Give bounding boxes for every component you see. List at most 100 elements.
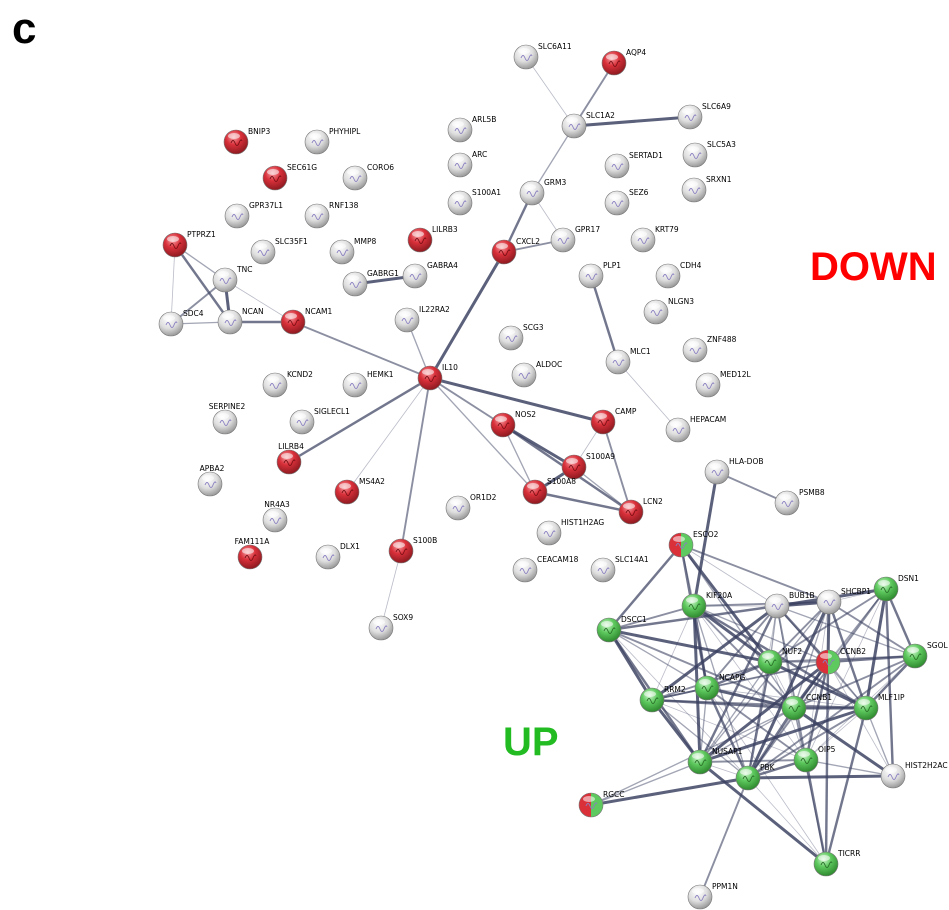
node-GPR17[interactable]: GPR17 (550, 225, 600, 253)
node-SLC1A2[interactable]: SLC1A2 (561, 111, 615, 139)
node-PHYHIPL[interactable]: PHYHIPL (304, 127, 361, 155)
node-PLP1[interactable]: PLP1 (578, 261, 621, 289)
node-PBK[interactable]: PBK (735, 763, 776, 791)
node-CXCL2[interactable]: CXCL2 (491, 237, 540, 265)
node-HIST1H2AG[interactable]: HIST1H2AG (536, 518, 604, 546)
node-highlight (347, 169, 359, 175)
protein-structure-icon (224, 319, 237, 326)
node-NLGN3[interactable]: NLGN3 (643, 297, 694, 325)
node-CEACAM18[interactable]: CEACAM18 (512, 555, 579, 583)
node-CCNB2[interactable]: CCNB2 (815, 647, 866, 675)
node-SLC6A9[interactable]: SLC6A9 (677, 102, 731, 130)
node-PTPRZ1[interactable]: PTPRZ1 (162, 230, 216, 258)
node-SLC6A11[interactable]: SLC6A11 (513, 42, 572, 70)
edge-SLC1A2-GRM3 (531, 125, 575, 194)
node-DLX1[interactable]: DLX1 (315, 542, 360, 570)
node-NCAM1[interactable]: NCAM1 (280, 307, 332, 335)
node-APBA2[interactable]: APBA2 (197, 464, 225, 497)
node-IL22RA2[interactable]: IL22RA2 (394, 305, 450, 333)
node-SERTAD1[interactable]: SERTAD1 (604, 151, 663, 179)
node-MLF1IP[interactable]: MLF1IP (853, 693, 905, 721)
node-RNF138[interactable]: RNF138 (304, 201, 359, 229)
node-CDH4[interactable]: CDH4 (655, 261, 702, 289)
node-MMP8[interactable]: MMP8 (329, 237, 376, 265)
node-NR4A3[interactable]: NR4A3 (262, 500, 290, 533)
protein-structure-icon (860, 705, 873, 712)
node-DSCC1[interactable]: DSCC1 (596, 615, 647, 643)
protein-structure-icon (823, 599, 836, 606)
node-CAMP[interactable]: CAMP (590, 407, 637, 435)
node-S100A8[interactable]: S100A8 (522, 477, 576, 505)
node-ARC[interactable]: ARC (447, 150, 487, 178)
node-PSMB8[interactable]: PSMB8 (774, 488, 825, 516)
node-HEPACAM[interactable]: HEPACAM (665, 415, 726, 443)
node-OIP5[interactable]: OIP5 (793, 745, 836, 773)
node-S100B[interactable]: S100B (388, 536, 437, 564)
node-NCAN[interactable]: NCAN (217, 307, 264, 335)
node-SLC35F1[interactable]: SLC35F1 (250, 237, 308, 265)
node-KRT79[interactable]: KRT79 (630, 225, 679, 253)
node-PPM1N[interactable]: PPM1N (687, 882, 738, 910)
node-SLC14A1[interactable]: SLC14A1 (590, 555, 649, 583)
node-GABRG1[interactable]: GABRG1 (342, 269, 399, 297)
node-LILRB3[interactable]: LILRB3 (407, 225, 458, 253)
node-SCG3[interactable]: SCG3 (498, 323, 544, 351)
node-MED12L[interactable]: MED12L (695, 370, 752, 398)
node-LCN2[interactable]: LCN2 (618, 497, 663, 525)
node-SLC5A3[interactable]: SLC5A3 (682, 140, 736, 168)
node-OR1D2[interactable]: OR1D2 (445, 493, 497, 521)
node-HEMK1[interactable]: HEMK1 (342, 370, 394, 398)
edge-ESCO2-CCNB1 (680, 544, 795, 709)
node-RRM2[interactable]: RRM2 (639, 685, 686, 713)
node-label: ZNF488 (707, 335, 737, 344)
node-SGOL[interactable]: SGOL (902, 641, 948, 669)
node-SDC4[interactable]: SDC4 (158, 309, 204, 337)
edge-IL10-S100B (400, 377, 431, 552)
node-ARL5B[interactable]: ARL5B (447, 115, 496, 143)
edge-BUB1B-NCAPG (706, 605, 778, 689)
node-SHCBP1[interactable]: SHCBP1 (816, 587, 871, 615)
node-highlight (821, 593, 833, 599)
node-AQP4[interactable]: AQP4 (601, 48, 646, 76)
node-ESCO2[interactable]: ESCO2 (668, 530, 719, 558)
node-LILRB4[interactable]: LILRB4 (276, 442, 304, 475)
node-KCND2[interactable]: KCND2 (262, 370, 313, 398)
node-IL10[interactable]: IL10 (417, 363, 458, 391)
node-ZNF488[interactable]: ZNF488 (682, 335, 737, 363)
node-GPR37L1[interactable]: GPR37L1 (224, 201, 283, 229)
node-TNC[interactable]: TNC (212, 265, 252, 293)
node-GRM3[interactable]: GRM3 (519, 178, 566, 206)
node-highlight (555, 231, 567, 237)
node-GABRA4[interactable]: GABRA4 (402, 261, 458, 289)
node-FAM111A[interactable]: FAM111A (235, 537, 271, 570)
node-KIF20A[interactable]: KIF20A (681, 591, 733, 619)
node-BNIP3[interactable]: BNIP3 (223, 127, 270, 155)
node-S100A1[interactable]: S100A1 (447, 188, 501, 216)
node-NCAPG[interactable]: NCAPG (694, 673, 746, 701)
node-SEZ6[interactable]: SEZ6 (604, 188, 649, 216)
edge-SLC6A11-SLC1A2 (525, 56, 575, 127)
node-SERPINE2[interactable]: SERPINE2 (209, 402, 246, 435)
node-label: SHCBP1 (841, 587, 871, 596)
node-DSN1[interactable]: DSN1 (873, 574, 919, 602)
node-NUSAP1[interactable]: NUSAP1 (687, 747, 743, 775)
node-ALDOC[interactable]: ALDOC (511, 360, 562, 388)
node-MLC1[interactable]: MLC1 (605, 347, 651, 375)
node-highlight (601, 621, 613, 627)
node-HLA-DOB[interactable]: HLA-DOB (704, 457, 764, 485)
node-SEC61G[interactable]: SEC61G (262, 163, 317, 191)
node-BUB1B[interactable]: BUB1B (764, 591, 815, 619)
node-NOS2[interactable]: NOS2 (490, 410, 536, 438)
node-SRXN1[interactable]: SRXN1 (681, 175, 732, 203)
edge-DSCC1-NUF2 (608, 628, 771, 664)
node-NUF2[interactable]: NUF2 (757, 647, 802, 675)
node-SOX9[interactable]: SOX9 (368, 613, 413, 641)
node-TICRR[interactable]: TICRR (813, 849, 860, 877)
node-HIST2H2AC[interactable]: HIST2H2AC (880, 761, 948, 789)
node-CORO6[interactable]: CORO6 (342, 163, 394, 191)
node-MS4A2[interactable]: MS4A2 (334, 477, 385, 505)
node-S100A9[interactable]: S100A9 (561, 452, 615, 480)
node-RGCC[interactable]: RGCC (578, 790, 625, 818)
node-SIGLECL1[interactable]: SIGLECL1 (289, 407, 350, 435)
node-CCNB1[interactable]: CCNB1 (781, 693, 832, 721)
